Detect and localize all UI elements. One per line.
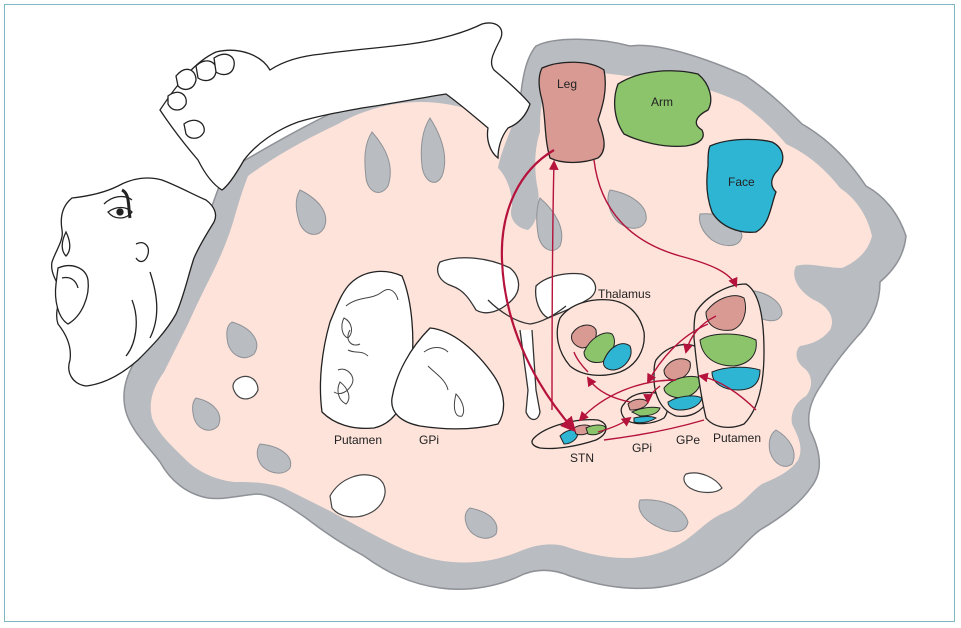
label-left-putamen: Putamen — [334, 433, 382, 447]
label-gpi: GPi — [632, 441, 652, 455]
label-putamen: Putamen — [713, 431, 761, 445]
ventricle-small-left — [233, 376, 258, 399]
label-stn: STN — [570, 451, 594, 465]
label-face: Face — [728, 175, 755, 189]
thalamus — [557, 300, 644, 376]
label-arm: Arm — [651, 95, 673, 109]
label-gpe: GPe — [676, 433, 700, 447]
label-leg: Leg — [557, 77, 577, 91]
label-thalamus: Thalamus — [598, 287, 651, 301]
putamen-right — [694, 284, 764, 427]
label-left-gpi: GPi — [419, 433, 439, 447]
